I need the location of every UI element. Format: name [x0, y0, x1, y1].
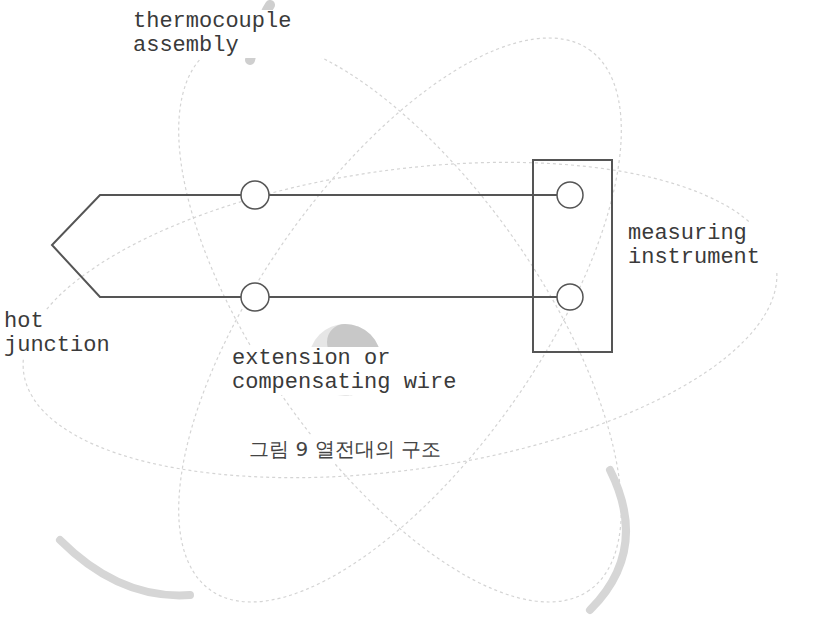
- watermark-symbol: [60, 5, 626, 610]
- assembly-label: thermocouple assembly: [133, 10, 323, 58]
- figure-caption: 그림 9 열전대의 구조: [245, 436, 445, 463]
- junction-label: hot junction: [4, 310, 116, 358]
- junction-terminals: [241, 181, 269, 311]
- instrument-box: [533, 160, 612, 352]
- instrument-label: measuring instrument: [628, 222, 788, 270]
- watermark-atom: [3, 0, 797, 623]
- instrument-terminals: [557, 182, 583, 310]
- wire-label: extension or compensating wire: [232, 347, 472, 395]
- thermocouple-wires: [52, 195, 557, 297]
